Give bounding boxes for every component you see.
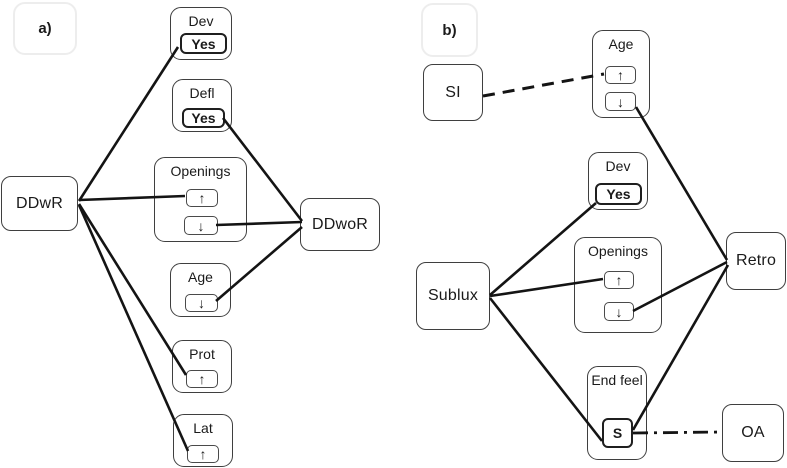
node-oa: OA (722, 404, 784, 462)
group-title-defl: Defl (189, 85, 215, 101)
value-box-end-feel-s: S (602, 418, 633, 448)
group-title-age-b: Age (608, 36, 634, 52)
node-openings-a: Openings ↑ ↓ (154, 157, 247, 242)
value-box-defl-yes: Yes (182, 108, 225, 128)
node-si: SI (423, 64, 483, 121)
node-ddwor: DDwoR (300, 198, 380, 251)
node-label-ddwr: DDwR (15, 194, 64, 212)
panel-label-text: a) (38, 20, 52, 37)
node-label-ddwor: DDwoR (311, 215, 369, 233)
node-label-sublux: Sublux (427, 287, 479, 304)
value-box-dev-b-yes: Yes (595, 183, 642, 205)
down-arrow-icon: ↓ (605, 92, 636, 111)
group-title-lat: Lat (193, 420, 213, 436)
node-age-a: Age ↓ (170, 263, 231, 317)
group-title-prot: Prot (189, 346, 215, 362)
node-openings-b: Openings ↑ ↓ (574, 237, 662, 333)
edge-si-to-age-b-up (482, 72, 605, 98)
down-arrow-icon: ↓ (604, 302, 634, 321)
group-title-openings-b: Openings (588, 243, 648, 259)
up-arrow-icon: ↑ (186, 189, 218, 207)
node-retro: Retro (726, 232, 786, 290)
node-label-si: SI (445, 83, 461, 101)
up-arrow-icon: ↑ (187, 445, 219, 463)
up-arrow-icon: ↑ (605, 66, 636, 84)
panel-label-panel-a: a) (13, 2, 77, 55)
node-prot: Prot ↑ (172, 340, 232, 393)
group-title-age-a: Age (188, 269, 213, 285)
node-age-b: Age ↑ ↓ (592, 30, 650, 118)
group-title-end-feel: End feel (591, 372, 643, 388)
node-ddwr: DDwR (1, 176, 78, 231)
group-title-dev-b: Dev (605, 158, 631, 174)
down-arrow-icon: ↓ (185, 294, 218, 312)
panel-label-text: b) (442, 21, 457, 39)
up-arrow-icon: ↑ (604, 271, 634, 289)
panel-label-panel-b: b) (421, 3, 478, 57)
node-label-oa: OA (741, 424, 765, 441)
node-sublux: Sublux (416, 262, 490, 330)
down-arrow-icon: ↓ (184, 216, 218, 235)
group-title-openings-a: Openings (170, 163, 231, 179)
node-label-retro: Retro (735, 252, 777, 269)
group-title-dev-a: Dev (188, 13, 214, 29)
value-box-dev-a-yes: Yes (180, 33, 227, 54)
node-lat: Lat ↑ (173, 414, 233, 467)
up-arrow-icon: ↑ (186, 370, 218, 388)
